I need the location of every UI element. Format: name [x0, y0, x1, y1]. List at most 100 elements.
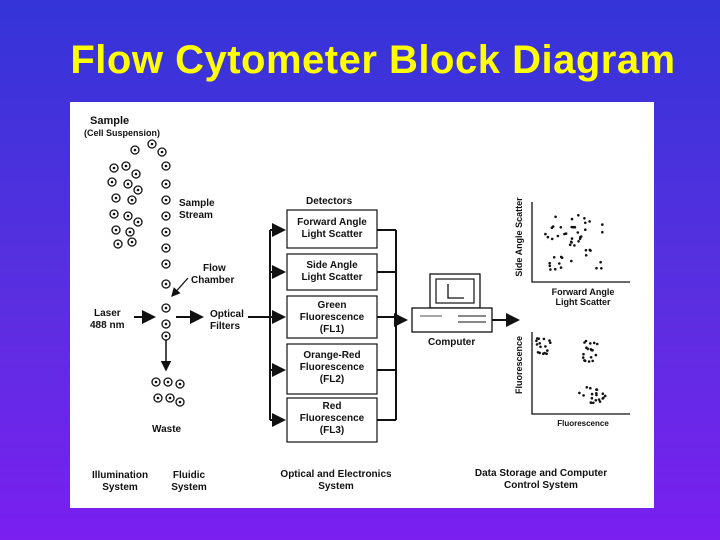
scatter-dot-90 — [589, 386, 592, 390]
detector-fl2-line2: Fluorescence — [299, 362, 365, 373]
scatter-dot-85 — [601, 392, 605, 396]
cell-nucleus-0 — [133, 148, 137, 152]
scatter-dot-6 — [583, 217, 586, 220]
cell-nucleus-2 — [160, 150, 164, 154]
cell-nucleus-22 — [164, 230, 168, 234]
top-plot-xlabel-2: Light Scatter — [555, 297, 611, 307]
scatter-dot-81 — [583, 359, 587, 363]
detector-fsc-line1: Forward Angle — [297, 217, 367, 228]
top-plot-xlabel-1: Forward Angle — [551, 287, 615, 297]
cell-nucleus-25 — [164, 282, 168, 286]
fluidic-system-label-1: Fluidic — [172, 470, 206, 481]
detector-fl1-line2: Fluorescence — [299, 312, 365, 323]
optical-electronics-label-1: Optical and Electronics — [280, 469, 392, 480]
detector-ssc-line1: Side Angle — [306, 260, 358, 271]
scatter-dot-12 — [550, 237, 554, 241]
scatter-dot-61 — [539, 345, 542, 349]
flow-chamber-label-2: Chamber — [191, 275, 235, 286]
scatter-dot-37 — [595, 266, 598, 270]
scatter-dot-32 — [570, 259, 573, 263]
scatter-dot-53 — [546, 349, 549, 352]
laser-label-1: Laser — [94, 308, 121, 319]
scatter-dot-28 — [546, 235, 550, 239]
scatter-dot-100 — [582, 394, 585, 397]
scatter-dot-57 — [536, 337, 539, 340]
cell-nucleus-3 — [112, 166, 116, 170]
scatter-dot-58 — [543, 351, 546, 355]
scatter-dot-19 — [552, 256, 556, 259]
scatter-dot-63 — [538, 342, 541, 345]
scatter-dot-70 — [589, 356, 593, 359]
cell-nucleus-34 — [178, 400, 182, 404]
cell-nucleus-20 — [164, 198, 168, 202]
scatter-dot-27 — [570, 217, 574, 221]
cell-nucleus-33 — [168, 396, 172, 400]
cell-nucleus-29 — [154, 380, 158, 384]
scatter-dot-8 — [584, 221, 587, 225]
scatter-dot-11 — [600, 267, 603, 270]
detector-fl2-line3: (FL2) — [319, 374, 345, 385]
scatter-dot-97 — [589, 401, 593, 405]
cell-nucleus-7 — [126, 182, 130, 186]
data-storage-label-2: Control System — [504, 480, 578, 491]
scatter-dot-31 — [570, 240, 573, 244]
sample-cells — [107, 139, 185, 407]
scatter-dot-30 — [601, 230, 604, 234]
detector-ssc-line2: Light Scatter — [301, 272, 363, 283]
scatter-dot-16 — [553, 267, 557, 271]
diagram-panel: Sample (Cell Suspension) Sample Stream F… — [70, 102, 654, 508]
scatter-dot-91 — [603, 394, 607, 398]
scatter-dot-76 — [585, 346, 588, 349]
cell-nucleus-1 — [150, 142, 154, 146]
scatter-dot-86 — [590, 396, 594, 400]
scatter-dot-44 — [559, 266, 563, 269]
scatter-dot-9 — [577, 240, 580, 243]
sample-stream-label-2: Stream — [179, 210, 213, 221]
scatter-dot-10 — [554, 215, 557, 219]
scatter-dot-88 — [592, 401, 595, 405]
scatter-dot-13 — [601, 223, 604, 226]
cell-nucleus-5 — [134, 172, 138, 176]
scatter-dot-47 — [549, 268, 552, 271]
top-plot-axes — [531, 202, 630, 283]
scatter-dot-29 — [584, 248, 588, 252]
cell-nucleus-30 — [166, 380, 170, 384]
scatter-dot-24 — [579, 235, 583, 238]
detector-fl3-line1: Red — [322, 401, 342, 412]
computer-label: Computer — [428, 337, 476, 348]
cell-nucleus-8 — [136, 188, 140, 192]
cell-nucleus-21 — [164, 214, 168, 218]
sample-sub-label: (Cell Suspension) — [84, 128, 161, 138]
scatter-dot-22 — [558, 262, 561, 265]
illumination-system-label-1: Illumination — [91, 470, 149, 481]
scatter-dot-26 — [551, 225, 555, 228]
scatter-dot-62 — [535, 343, 539, 346]
scatter-dot-52 — [535, 339, 538, 343]
scatter-dot-23 — [571, 225, 575, 229]
scatter-dot-18 — [576, 231, 580, 234]
scatter-dot-54 — [545, 352, 548, 355]
scatter-dot-89 — [594, 399, 598, 402]
detector-fsc-line2: Light Scatter — [301, 229, 363, 240]
cell-nucleus-24 — [164, 262, 168, 266]
scatter-dots — [535, 214, 607, 405]
scatter-dot-59 — [548, 339, 551, 342]
scatter-dot-38 — [599, 260, 602, 264]
scatter-dot-42 — [556, 234, 560, 238]
scatter-dot-64 — [595, 342, 599, 346]
scatter-dot-21 — [548, 264, 552, 268]
cell-nucleus-27 — [164, 322, 168, 326]
cell-nucleus-14 — [114, 228, 118, 232]
cell-nucleus-19 — [164, 182, 168, 186]
scatter-dot-92 — [595, 392, 598, 395]
scatter-dot-69 — [581, 356, 585, 359]
cell-nucleus-4 — [124, 164, 128, 168]
scatter-dot-34 — [559, 226, 563, 229]
scatter-dot-45 — [544, 232, 547, 236]
bottom-plot-xlabel: Fluorescence — [557, 419, 609, 428]
cell-nucleus-17 — [130, 240, 134, 244]
scatter-dot-60 — [542, 337, 546, 341]
cell-nucleus-23 — [164, 246, 168, 250]
scatter-dot-79 — [591, 359, 594, 363]
scatter-dot-0 — [573, 244, 576, 247]
